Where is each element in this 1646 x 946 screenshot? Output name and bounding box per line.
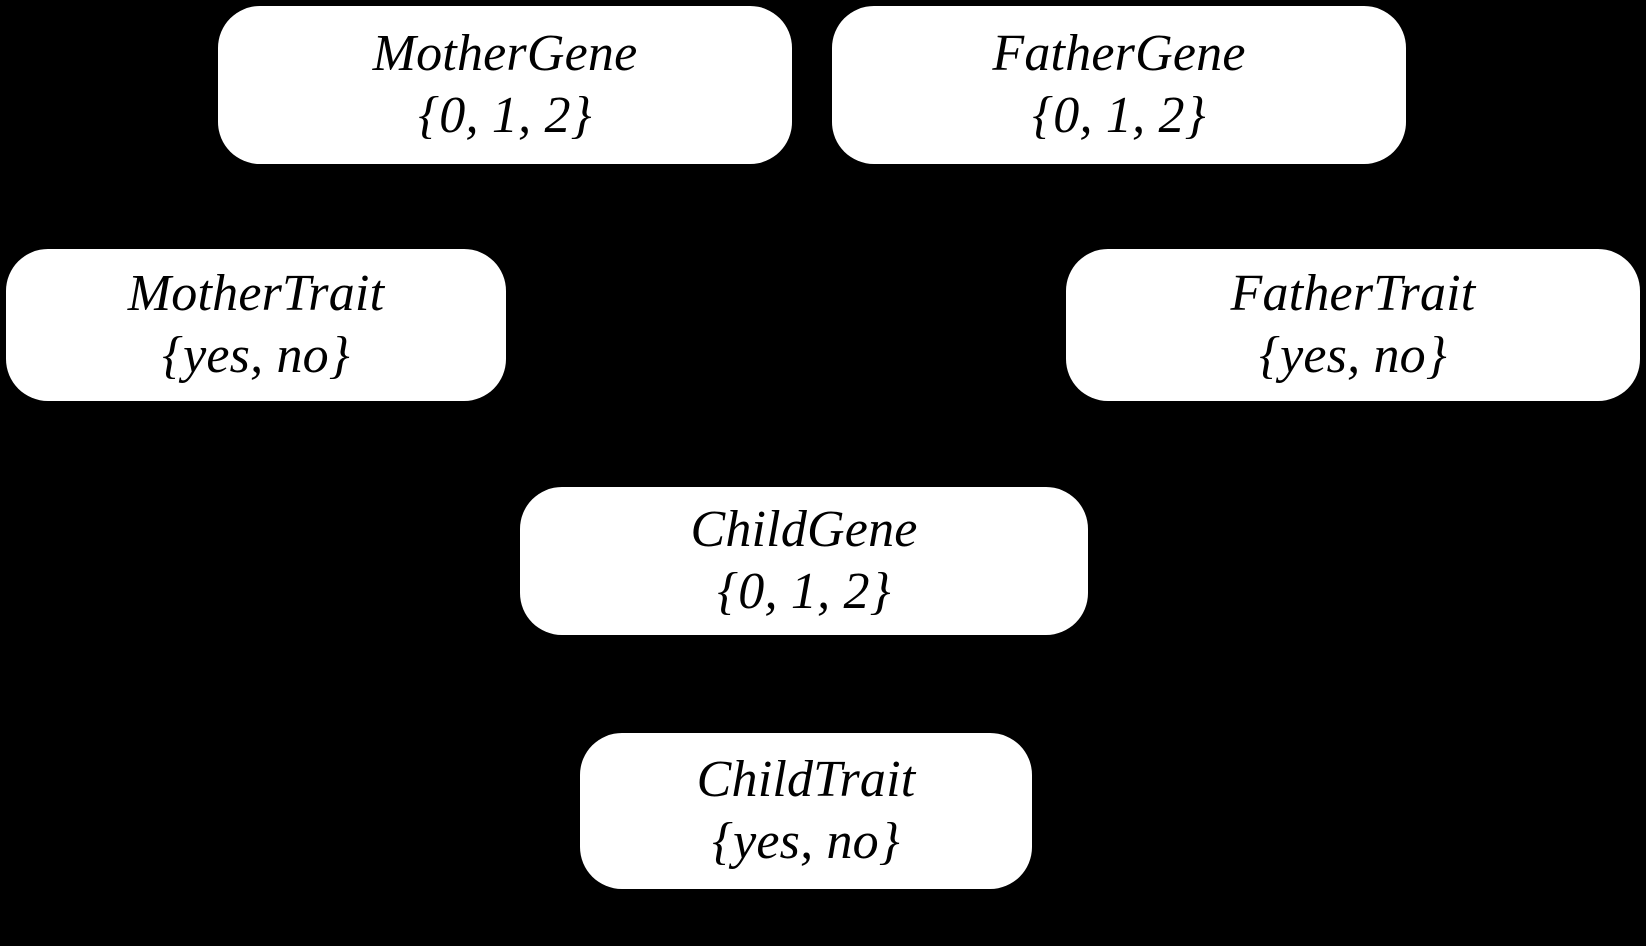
node-mother-trait-title: MotherTrait xyxy=(127,264,385,322)
node-father-gene[interactable]: FatherGene {0, 1, 2} xyxy=(832,6,1406,164)
node-father-trait-title: FatherTrait xyxy=(1230,264,1476,322)
node-child-trait-domain: {yes, no} xyxy=(712,813,900,870)
node-father-gene-domain: {0, 1, 2} xyxy=(1032,87,1206,144)
node-father-trait[interactable]: FatherTrait {yes, no} xyxy=(1066,249,1640,401)
node-mother-gene[interactable]: MotherGene {0, 1, 2} xyxy=(218,6,792,164)
node-child-gene-domain: {0, 1, 2} xyxy=(717,563,891,620)
node-mother-gene-title: MotherGene xyxy=(372,24,638,82)
node-child-trait[interactable]: ChildTrait {yes, no} xyxy=(580,733,1032,889)
node-mother-trait[interactable]: MotherTrait {yes, no} xyxy=(6,249,506,401)
node-child-gene-title: ChildGene xyxy=(690,500,918,558)
node-mother-gene-domain: {0, 1, 2} xyxy=(418,87,592,144)
node-mother-trait-domain: {yes, no} xyxy=(162,327,350,384)
node-child-trait-title: ChildTrait xyxy=(696,750,916,808)
node-father-gene-title: FatherGene xyxy=(992,24,1246,82)
node-child-gene[interactable]: ChildGene {0, 1, 2} xyxy=(520,487,1088,635)
node-father-trait-domain: {yes, no} xyxy=(1259,327,1447,384)
